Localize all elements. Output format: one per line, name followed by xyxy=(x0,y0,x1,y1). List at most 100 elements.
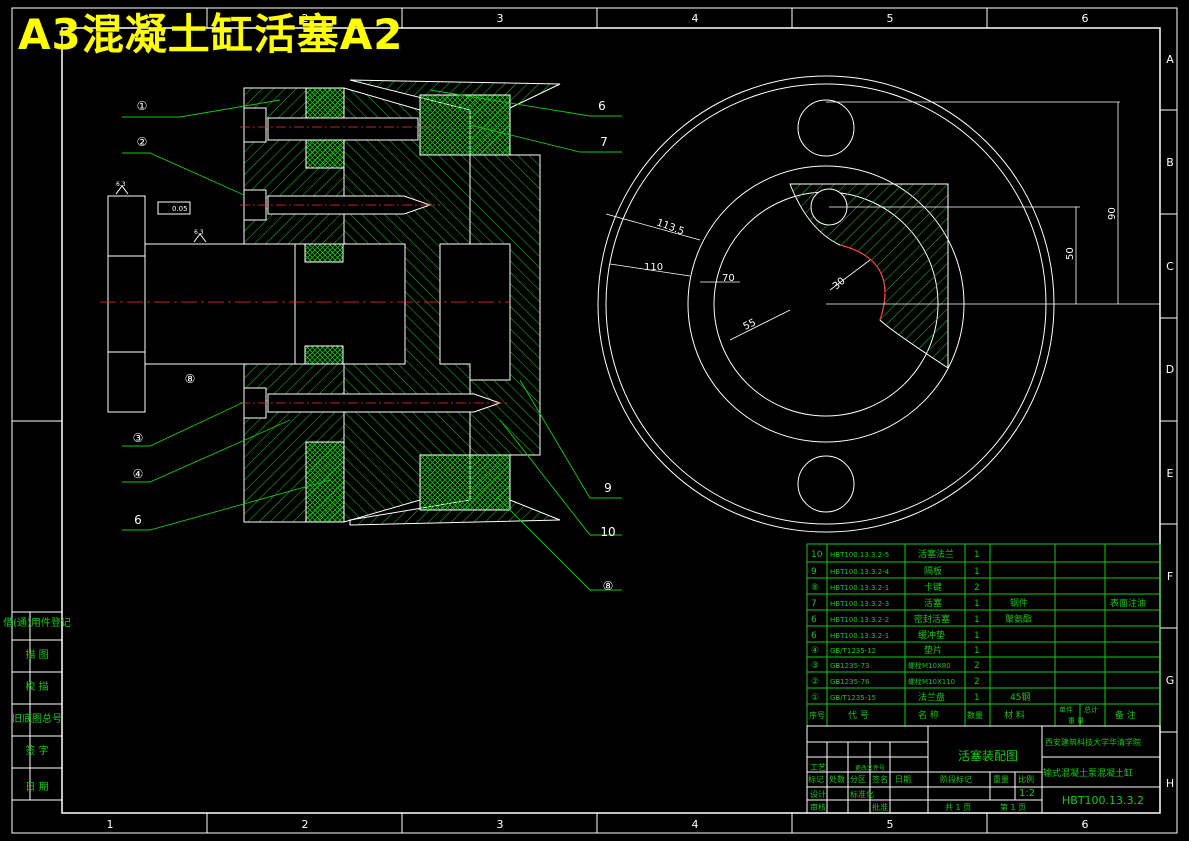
bom-header-w2: 总计 xyxy=(1084,705,1098,714)
balloon-9: 9 xyxy=(604,481,612,495)
bom-header-no: 序号 xyxy=(809,710,825,720)
row-label-f: F xyxy=(1167,570,1173,583)
col-label-top-2: 2 xyxy=(302,12,309,25)
bom-row-1-name: 活塞法兰 xyxy=(918,548,954,560)
bom-row-7-qty: 1 xyxy=(974,646,980,656)
bom-row-8-code: GB1235-73 xyxy=(830,662,869,670)
bom-row-10-mat: 45钢 xyxy=(1010,691,1030,703)
section-view: 6.3 6.3 0.05 xyxy=(100,79,561,526)
balloon-3: ③ xyxy=(133,431,144,445)
bom-row-7-no: ④ xyxy=(811,646,819,656)
bom-header-w1: 单件 xyxy=(1059,705,1073,714)
bom-row-8-name: 螺栓M10X80 xyxy=(908,661,951,670)
bom-row-2-no: 9 xyxy=(811,567,817,577)
dim-55: 55 xyxy=(742,317,758,332)
bom-header-code: 代 号 xyxy=(848,710,869,721)
bom-row-7-code: GB/T1235-12 xyxy=(830,647,876,655)
school-name: 西安建筑科技大学华清学院 xyxy=(1045,737,1141,747)
dim-90: 90 xyxy=(1107,207,1118,220)
dim-110: 110 xyxy=(644,262,663,273)
bom-row-1-no: 10 xyxy=(811,550,823,560)
sheet-total: 共 1 页 xyxy=(945,803,971,812)
tolerance-value: 0.05 xyxy=(172,205,188,213)
label-count: 处数 xyxy=(829,774,845,784)
row-label-d: D xyxy=(1166,363,1174,376)
bom-row-10-name: 法兰盘 xyxy=(918,691,945,703)
side-panel-5: 签 字 xyxy=(25,744,48,757)
bom-row-9-code: GB1235-76 xyxy=(830,678,870,686)
drawing-banner-title: A3混凝土缸活塞A2 xyxy=(18,10,404,59)
side-panel-2: 描 图 xyxy=(25,648,48,661)
drawing-number: HBT100.13.3.2 xyxy=(1062,794,1144,807)
dim-50: 50 xyxy=(1065,247,1076,260)
balloons: ① ② ③ ④ 6 6 7 9 10 ⑧ ⑧ xyxy=(133,99,616,593)
bom-row-3-code: HBT100.13.3.2-1 xyxy=(830,584,889,592)
label-change: 更改文件号 xyxy=(855,764,885,772)
bom-row-3-qty: 2 xyxy=(974,583,980,593)
label-zone: 分区 xyxy=(850,775,866,784)
dim-113-5: 113.5 xyxy=(655,217,686,237)
drawing-frame xyxy=(11,7,1178,834)
bom-row-10-code: GB/T1235-15 xyxy=(830,694,876,702)
stage-label: 阶段标记 xyxy=(940,774,972,784)
label-mark: 标记 xyxy=(808,774,824,784)
balloon-2: ② xyxy=(137,135,148,149)
label-process: 工艺 xyxy=(810,763,826,772)
surface-mark-1: 6.3 xyxy=(116,181,126,188)
balloon-7: 7 xyxy=(600,135,608,149)
bom-row-4-mat: 钢件 xyxy=(1010,597,1028,609)
bom-row-5-no: 6 xyxy=(811,615,817,625)
bom-row-4-name: 活塞 xyxy=(924,597,942,609)
surface-mark-2: 6.3 xyxy=(194,229,204,236)
col-label-top-4: 4 xyxy=(692,12,699,25)
frame-labels: 1 2 3 4 5 6 1 2 3 4 5 6 A B C D E F G H xyxy=(107,12,1175,831)
title-block-text: 活塞装配图 西安建筑科技大学华清学院 输式混凝土泵混凝土缸 HBT100.13.… xyxy=(808,737,1144,812)
bom-row-6-no: 6 xyxy=(811,631,817,641)
col-label-bottom-4: 4 xyxy=(692,818,699,831)
bom-row-10-qty: 1 xyxy=(974,693,980,703)
bom-header-qty: 数量 xyxy=(967,710,983,720)
col-label-bottom-2: 2 xyxy=(302,818,309,831)
bom-row-3-no: ⑧ xyxy=(811,583,819,593)
side-panel-4: 旧底图总号 xyxy=(12,712,62,725)
col-label-bottom-1: 1 xyxy=(107,818,114,831)
bom-row-6-code: HBT100.13.3.2-1 xyxy=(830,632,889,640)
bom-row-1-qty: 1 xyxy=(974,550,980,560)
label-std: 标准化 xyxy=(850,789,874,799)
col-label-bottom-3: 3 xyxy=(497,818,504,831)
side-panel-1: 借(通)用件登记 xyxy=(3,616,71,629)
sheet-number: 第 1 页 xyxy=(1000,802,1026,812)
end-view xyxy=(597,75,1160,533)
row-label-a: A xyxy=(1166,53,1174,66)
bom-row-3-name: 卡键 xyxy=(924,581,942,593)
label-approve: 批准 xyxy=(872,802,888,812)
bom-row-7-name: 垫片 xyxy=(924,644,942,656)
bom-row-5-code: HBT100.13.3.2-2 xyxy=(830,616,889,624)
bom-row-6-qty: 1 xyxy=(974,631,980,641)
col-label-bottom-5: 5 xyxy=(887,818,894,831)
bom-row-5-name: 密封活塞 xyxy=(914,613,950,625)
balloon-4: ④ xyxy=(133,467,144,481)
bom-row-4-no: 7 xyxy=(811,599,817,609)
label-check: 审核 xyxy=(810,802,826,812)
row-label-h: H xyxy=(1166,777,1174,790)
bom-row-4-note: 表面注油 xyxy=(1110,597,1146,609)
bom-row-6-name: 缓冲垫 xyxy=(918,629,945,641)
bom-row-8-qty: 2 xyxy=(974,661,980,671)
row-label-c: C xyxy=(1166,260,1174,273)
scale-label: 比例 xyxy=(1018,774,1034,784)
leader-lines xyxy=(122,89,622,591)
side-panel xyxy=(11,611,63,801)
balloon-6-left: 6 xyxy=(134,513,142,527)
bom-header-note: 备 注 xyxy=(1115,709,1136,721)
weight-label: 重量 xyxy=(993,774,1009,784)
col-label-top-3: 3 xyxy=(497,12,504,25)
label-date: 日期 xyxy=(895,775,911,784)
col-label-top-1: 1 xyxy=(107,12,114,25)
label-design: 设计 xyxy=(810,789,826,799)
col-label-top-6: 6 xyxy=(1082,12,1089,25)
bom-grid xyxy=(806,543,1161,727)
product-name: 输式混凝土泵混凝土缸 xyxy=(1043,767,1133,779)
col-label-top-5: 5 xyxy=(887,12,894,25)
